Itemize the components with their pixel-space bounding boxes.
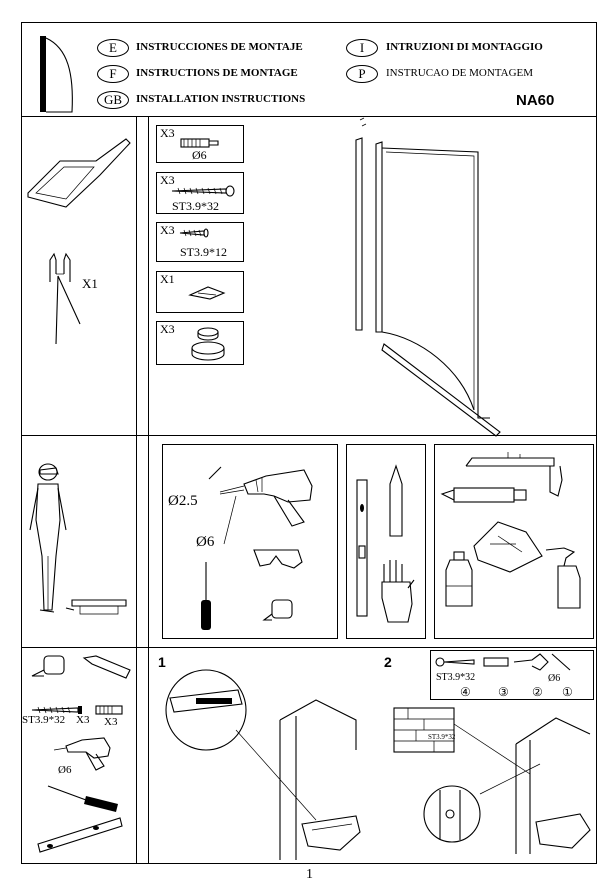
screwdriver-small-icon [47, 785, 118, 812]
step-2-sequence-icons [435, 653, 571, 671]
bath-tray-icon [27, 138, 131, 208]
part-4-qty: X1 [160, 272, 175, 286]
shower-screen-logo-icon [40, 36, 73, 113]
part-3-qty: X3 [160, 223, 175, 237]
level-small-icon [37, 817, 123, 853]
enclosure-qty: X1 [82, 276, 98, 291]
row-divider-1 [21, 435, 597, 436]
wedge-icon [188, 286, 226, 300]
step-2-order-1: ① [562, 685, 573, 699]
part-3-label: ST3.9*12 [180, 245, 228, 259]
worker-figure-icon [29, 463, 127, 615]
shower-screen-panel-icon [355, 117, 501, 437]
tools-panel-drill [162, 444, 338, 639]
screwdriver-icon [201, 562, 211, 630]
part-box-2 [156, 172, 244, 214]
drill-bit-small-label: Ø2.5 [168, 493, 198, 509]
page-frame [21, 22, 597, 864]
gloves-icon [381, 560, 415, 623]
lang-code-p: P [346, 65, 378, 83]
step-2-order-3: ③ [498, 685, 509, 699]
column-divider [136, 116, 137, 864]
drill-bit-small-icon [208, 466, 222, 480]
tape-measure-small-icon [31, 655, 65, 677]
header-divider [21, 116, 597, 117]
long-screw-icon [171, 185, 235, 197]
lang-code-f: F [97, 65, 129, 83]
spray-bottle-icon [545, 547, 581, 609]
step-2-order-2: ② [532, 685, 543, 699]
step-2-wall-label: ST3.9*32 [428, 733, 456, 741]
step-2-order-4: ④ [460, 685, 471, 699]
pencil-icon [389, 464, 403, 537]
plug-small-icon [95, 705, 123, 715]
page-number: 1 [306, 867, 313, 882]
step-2-sequence-box [430, 650, 594, 700]
step-1-illustration [165, 669, 361, 860]
caulk-gun-icon [465, 452, 563, 497]
pencil-small-icon [82, 655, 131, 679]
step-2-illustration [393, 707, 591, 854]
step-screw-label: ST3.9*32 [22, 714, 66, 726]
solvent-bottle-icon [445, 551, 473, 607]
drill-icon [219, 469, 313, 527]
step-1-number: 1 [158, 654, 166, 670]
lang-label-p: INSTRUCAO DE MONTAGEM [386, 67, 534, 79]
model-number: NA60 [516, 92, 555, 109]
spirit-level-icon [356, 479, 368, 617]
part-5-qty: X3 [160, 322, 175, 336]
tools-panel-level [346, 444, 426, 639]
wall-plug-icon [180, 138, 219, 148]
step-2-number: 2 [384, 654, 392, 670]
step-bit-label: Ø6 [58, 764, 72, 776]
drill-bit-large-label: Ø6 [196, 534, 215, 550]
part-2-label: ST3.9*32 [172, 199, 220, 213]
tape-measure-icon [262, 599, 293, 621]
row-divider-2 [21, 647, 597, 648]
lang-label-f: INSTRUCTIONS DE MONTAGE [136, 67, 298, 79]
safety-glasses-icon [253, 549, 303, 569]
lang-code-i: I [346, 39, 378, 57]
part-1-qty: X3 [160, 126, 175, 140]
part-2-qty: X3 [160, 173, 175, 187]
step-2-screw-label: ST3.9*32 [436, 672, 476, 683]
step-screw-qty: X3 [76, 714, 90, 726]
lang-label-i: INTRUZIONI DI MONTAGGIO [386, 41, 543, 53]
screw-small-icon [31, 706, 82, 714]
drill-bit-pointer [223, 495, 237, 545]
short-screw-icon [179, 228, 209, 238]
part-box-4 [156, 271, 244, 313]
step-plug-qty: X3 [104, 716, 118, 728]
lang-label-e: INSTRUCCIONES DE MONTAJE [136, 41, 303, 53]
part-box-3 [156, 222, 244, 262]
seal-clip-icon [49, 252, 81, 345]
silicone-tube-icon [440, 487, 527, 503]
step-2-bit-label: Ø6 [548, 673, 561, 684]
lang-code-gb: GB [97, 91, 129, 109]
drill-small-icon [53, 737, 111, 771]
column-divider-b [148, 116, 149, 864]
lang-code-e: E [97, 39, 129, 57]
wipes-pack-icon [473, 521, 543, 573]
lang-label-gb: INSTALLATION INSTRUCTIONS [136, 93, 306, 105]
part-1-label: Ø6 [192, 148, 207, 162]
cap-ring-icon [191, 327, 225, 361]
